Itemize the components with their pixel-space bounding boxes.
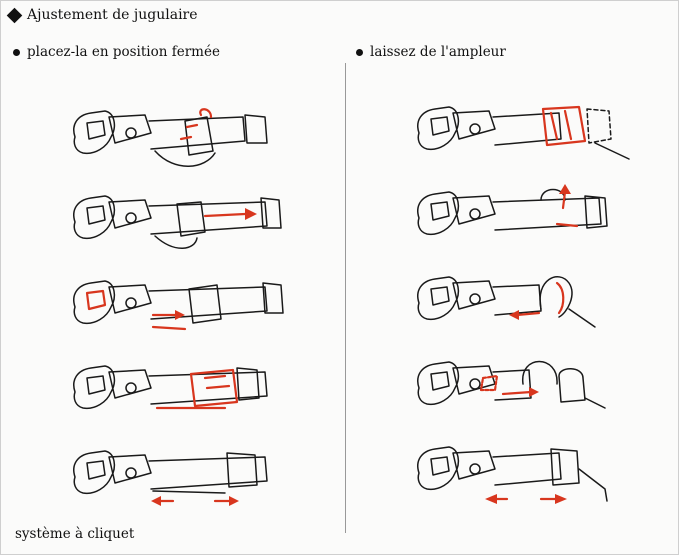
- right-column-heading-text: laissez de l'ampleur: [370, 44, 506, 60]
- left-column-heading-text: placez-la en position fermée: [27, 44, 220, 60]
- left-step-4-illustration: [65, 358, 295, 426]
- bullet-icon: [13, 49, 20, 56]
- page-title-text: Ajustement de jugulaire: [27, 7, 198, 23]
- right-column-heading: laissez de l'ampleur: [356, 44, 506, 60]
- left-step-1-illustration: [65, 103, 295, 171]
- column-divider: [345, 63, 346, 533]
- left-step-5-illustration: [65, 443, 295, 511]
- diamond-bullet-icon: [7, 7, 23, 23]
- right-step-1-illustration: [409, 99, 639, 167]
- right-step-4-illustration: [409, 354, 639, 422]
- left-column-heading: placez-la en position fermée: [13, 44, 220, 60]
- left-step-2-illustration: [65, 188, 295, 256]
- page-title: Ajustement de jugulaire: [9, 7, 198, 23]
- left-step-3-illustration: [65, 273, 295, 341]
- right-step-3-illustration: [409, 269, 639, 337]
- right-step-2-illustration: [409, 184, 639, 252]
- footer-caption: système à cliquet: [15, 526, 134, 542]
- right-step-5-illustration: [409, 439, 639, 507]
- bullet-icon: [356, 49, 363, 56]
